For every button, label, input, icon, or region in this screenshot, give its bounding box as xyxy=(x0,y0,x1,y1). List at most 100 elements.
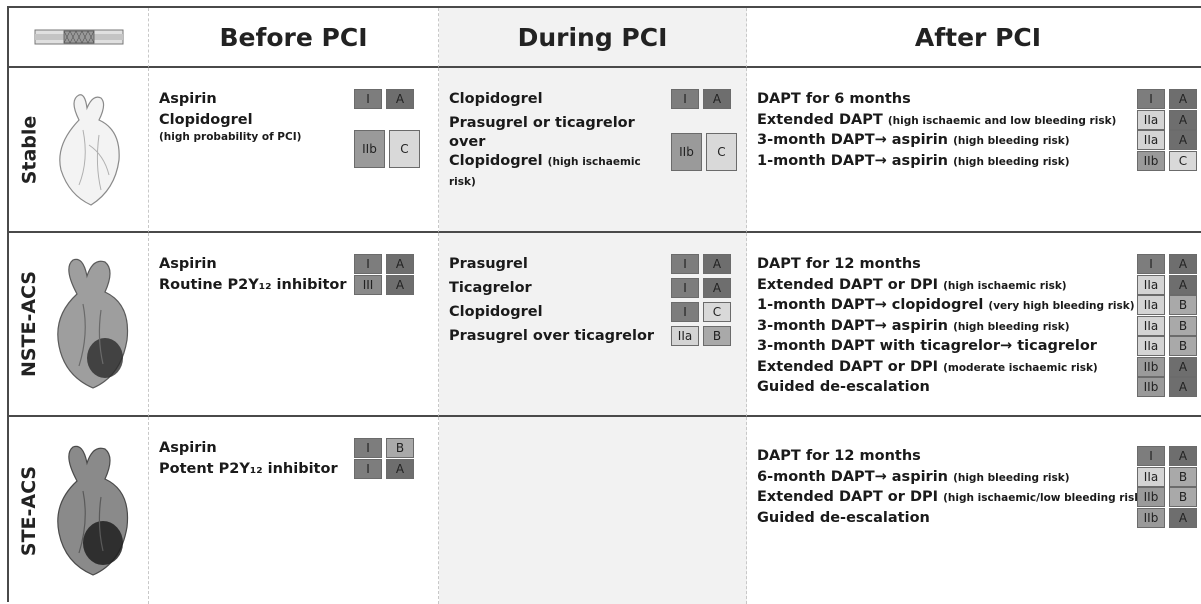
recommendation-item: 3-month DAPT→ aspirin (high bleeding ris… xyxy=(757,130,1201,151)
drug-label: DAPT for 12 months xyxy=(757,256,921,272)
class-badge: I xyxy=(354,458,382,479)
level-badge: A xyxy=(1169,507,1197,528)
recommendation-text: 3-month DAPT→ aspirin (high bleeding ris… xyxy=(757,131,1070,151)
header-after: After PCI xyxy=(747,8,1201,68)
class-badge: I xyxy=(671,254,699,274)
row-label-stable: Stable xyxy=(9,68,149,233)
recommendation-text: Guided de-escalation xyxy=(757,509,930,528)
recommendation-item: 1-month DAPT→ aspirin (high bleeding ris… xyxy=(757,150,1201,172)
recommendation-text: Guided de-escalation xyxy=(757,378,930,397)
recommendation-item: 1-month DAPT→ clopidogrel (very high ble… xyxy=(757,295,1201,316)
level-badge: A xyxy=(1169,130,1197,150)
drug-label: Prasugrel or ticagrelor over xyxy=(449,115,635,150)
drug-label: DAPT for 6 months xyxy=(757,91,911,107)
recommendation-item: Extended DAPT or DPI (moderate ischaemic… xyxy=(757,356,1201,378)
stent-icon xyxy=(34,29,123,45)
class-badge: I xyxy=(1137,254,1165,274)
level-badge: C xyxy=(706,133,737,171)
recommendation-text: 1-month DAPT→ aspirin (high bleeding ris… xyxy=(757,152,1070,172)
class-badge: IIb xyxy=(671,133,702,171)
drug-label: Prasugrel over ticagrelor xyxy=(449,328,655,344)
class-badge: I xyxy=(1137,446,1165,466)
drug-label: Extended DAPT xyxy=(757,111,883,128)
recommendation-text: Clopidogrel xyxy=(449,303,543,322)
level-badge: B xyxy=(1169,466,1197,487)
drug-label: Clopidogrel xyxy=(449,91,543,107)
class-badge: IIb xyxy=(1137,507,1165,528)
risk-note: (very high bleeding risk) xyxy=(988,300,1135,312)
level-badge: B xyxy=(703,326,731,346)
header-before: Before PCI xyxy=(149,8,439,68)
risk-note: (moderate ischaemic risk) xyxy=(943,361,1098,374)
risk-note: (high bleeding risk) xyxy=(953,471,1070,484)
class-badge: IIa xyxy=(1137,466,1165,487)
drug-label: 1-month DAPT→ aspirin xyxy=(757,152,948,169)
class-badge: I xyxy=(671,89,699,109)
level-badge: A xyxy=(703,89,731,109)
level-badge: C xyxy=(1169,150,1197,171)
class-badge: IIa xyxy=(1137,295,1165,315)
corner-cell xyxy=(9,8,149,68)
drug-label: Extended DAPT or DPI xyxy=(757,276,939,293)
drug-label: Ticagrelor xyxy=(449,280,532,296)
risk-note: (high ischaemic/low bleeding risk) xyxy=(943,492,1147,504)
class-badge: I xyxy=(1137,89,1165,109)
class-badge: I xyxy=(354,254,382,274)
recommendation-text: Extended DAPT (high ischaemic and low bl… xyxy=(757,111,1116,131)
recommendation-text: Aspirin xyxy=(159,439,217,458)
level-badge: A xyxy=(386,458,414,479)
heart-icon xyxy=(59,93,120,206)
recommendation-text: 1-month DAPT→ clopidogrel (very high ble… xyxy=(757,296,1135,316)
recommendation-text: Potent P2Y₁₂ inhibitor xyxy=(159,460,338,479)
recommendation-text: Routine P2Y₁₂ inhibitor xyxy=(159,276,347,295)
drug-label: Clopidogrel xyxy=(449,153,543,169)
recommendations-table: Before PCI During PCI After PCI Stable A… xyxy=(7,6,1201,604)
drug-label: Extended DAPT or DPI xyxy=(757,489,939,505)
class-badge: IIa xyxy=(1137,336,1165,356)
header-during: During PCI xyxy=(439,8,747,68)
drug-label: Clopidogrel xyxy=(159,111,253,128)
stable-after: DAPT for 6 months I A Extended DAPT (high i… xyxy=(747,68,1201,233)
recommendation-text: Clopidogrel xyxy=(449,90,543,109)
drug-label: Prasugrel xyxy=(449,256,528,272)
class-badge: IIb xyxy=(354,129,385,168)
level-badge: A xyxy=(1169,254,1197,274)
recommendation-text: Clopidogrel(high probability of PCI) xyxy=(159,111,301,144)
class-badge: I xyxy=(354,438,382,458)
recommendation-item: Extended DAPT (high ischaemic and low bl… xyxy=(757,109,1201,131)
row-label-text: Stable xyxy=(18,115,40,184)
drug-label: 6-month DAPT→ aspirin xyxy=(757,468,948,485)
drug-label: Extended DAPT or DPI xyxy=(757,358,939,375)
recommendation-text: Prasugrel over ticagrelor xyxy=(449,327,654,346)
